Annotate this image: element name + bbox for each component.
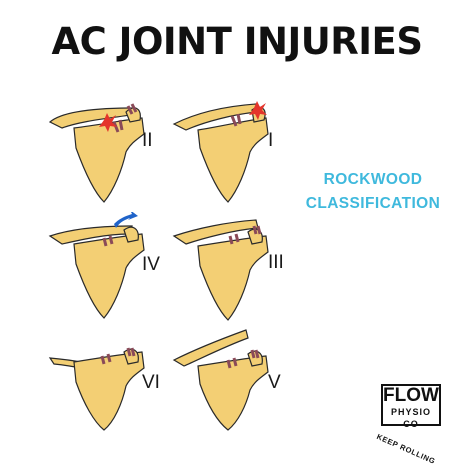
type-label: II [142,130,153,151]
ligament [126,103,138,115]
page-title: AC JOINT INJURIES [51,20,423,63]
acromion [123,226,139,243]
shoulder-illustration-type-vi [48,347,145,431]
logo-wordmark: FLOW [383,385,439,406]
brand-logo: FLOW PHYSIO CO KEEP ROLLING [375,378,455,466]
scapula [73,351,145,431]
panel-type-iii: III [168,212,318,322]
injury-burst [249,101,267,120]
subtitle-line: CLASSIFICATION [305,195,441,212]
panel-type-i: I [168,100,318,210]
shoulder-illustration-type-ii [48,103,145,203]
ligament [102,235,114,247]
logo-tagline: KEEP ROLLING [375,432,437,466]
classification-subtitle: ROCKWOOD CLASSIFICATION [288,168,458,216]
ligament [126,347,136,357]
shoulder-illustration-type-iii [172,219,269,321]
panel-type-ii: II [44,100,194,210]
scapula [73,233,145,319]
ligament [100,353,112,365]
injury-burst [99,113,117,132]
scapula [197,235,269,321]
type-label: V [268,372,281,393]
type-label: VI [142,372,160,393]
scapula [197,355,269,431]
scapula [197,117,269,203]
ligament [228,233,240,245]
clavicle [172,329,249,367]
clavicle [172,219,259,245]
panel-type-iv: IV [44,212,194,322]
type-label: IV [142,254,160,275]
ligament [226,357,238,369]
subtitle-line: ROCKWOOD [323,171,423,188]
shoulder-illustration-type-iv [48,212,145,319]
ligament [250,349,260,359]
shoulder-illustration-type-v [172,329,269,431]
panel-type-vi: VI [44,322,194,432]
ligament [112,119,124,133]
logo-subtext: PHYSIO CO [390,407,431,429]
posterior-arrow [114,212,138,228]
type-label: I [268,130,274,151]
logo-box: FLOW PHYSIO CO [381,384,441,429]
shoulder-illustration-type-i [172,101,269,203]
scapula [73,117,145,203]
ligament [252,225,262,235]
panel-type-v: V [168,322,318,432]
type-label: III [268,252,284,273]
ligament [230,113,242,127]
